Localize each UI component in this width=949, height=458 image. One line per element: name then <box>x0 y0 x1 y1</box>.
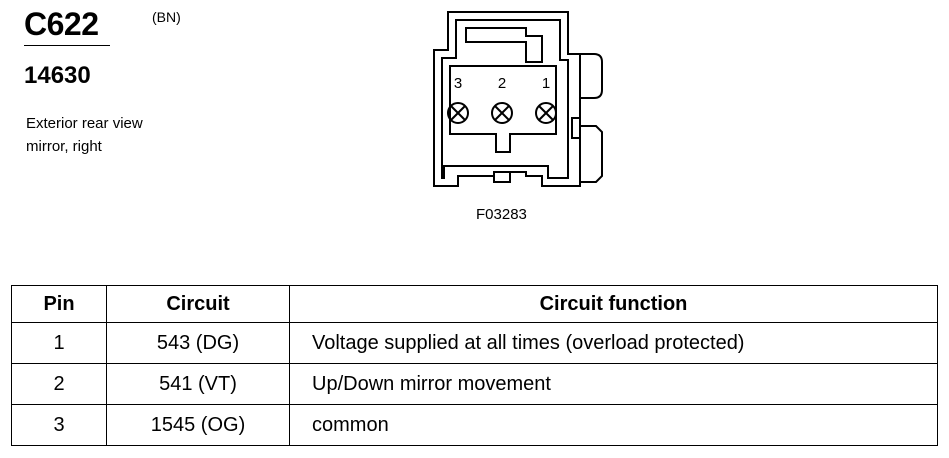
pin-label-2: 2 <box>498 75 506 92</box>
connector-description-line2: mirror, right <box>26 138 102 155</box>
cell-function: Up/Down mirror movement <box>289 363 938 405</box>
header-circuit-function: Circuit function <box>289 285 938 323</box>
title-divider <box>24 45 110 46</box>
cell-function: Voltage supplied at all times (overload … <box>289 322 938 364</box>
connector-id: C622 <box>24 6 99 42</box>
part-number: 14630 <box>24 62 91 89</box>
cell-pin: 2 <box>11 363 107 405</box>
table-header-row: Pin Circuit Circuit function <box>11 285 938 323</box>
side-tab <box>571 117 581 139</box>
connector-description-line1: Exterior rear view <box>26 115 143 132</box>
connector-housing-outline <box>433 11 581 187</box>
side-clip-lower <box>580 125 603 183</box>
pin-label-1: 1 <box>542 75 550 92</box>
connector-color-code: (BN) <box>152 9 181 25</box>
pinout-table: Pin Circuit Circuit function 1 543 (DG) … <box>11 285 938 446</box>
cell-circuit: 543 (DG) <box>106 322 290 364</box>
cell-function: common <box>289 404 938 446</box>
cell-pin: 3 <box>11 404 107 446</box>
pin-label-3: 3 <box>454 75 462 92</box>
cell-circuit: 541 (VT) <box>106 363 290 405</box>
bottom-key <box>493 171 511 183</box>
header-circuit: Circuit <box>106 285 290 323</box>
connector-face-diagram: 3 2 1 <box>433 11 603 187</box>
pin-2-terminal-icon <box>491 102 513 124</box>
table-row: 3 1545 (OG) common <box>11 404 938 446</box>
table-row: 1 543 (DG) Voltage supplied at all times… <box>11 322 938 364</box>
figure-id: F03283 <box>476 206 527 223</box>
header-pin: Pin <box>11 285 107 323</box>
pin-cavity <box>449 65 557 153</box>
pin-1-terminal-icon <box>535 102 557 124</box>
side-clip-upper <box>580 53 603 99</box>
cell-circuit: 1545 (OG) <box>106 404 290 446</box>
connector-latch <box>465 27 543 63</box>
pin-3-terminal-icon <box>447 102 469 124</box>
cell-pin: 1 <box>11 322 107 364</box>
table-row: 2 541 (VT) Up/Down mirror movement <box>11 363 938 405</box>
connector-inner-outline <box>441 19 569 179</box>
